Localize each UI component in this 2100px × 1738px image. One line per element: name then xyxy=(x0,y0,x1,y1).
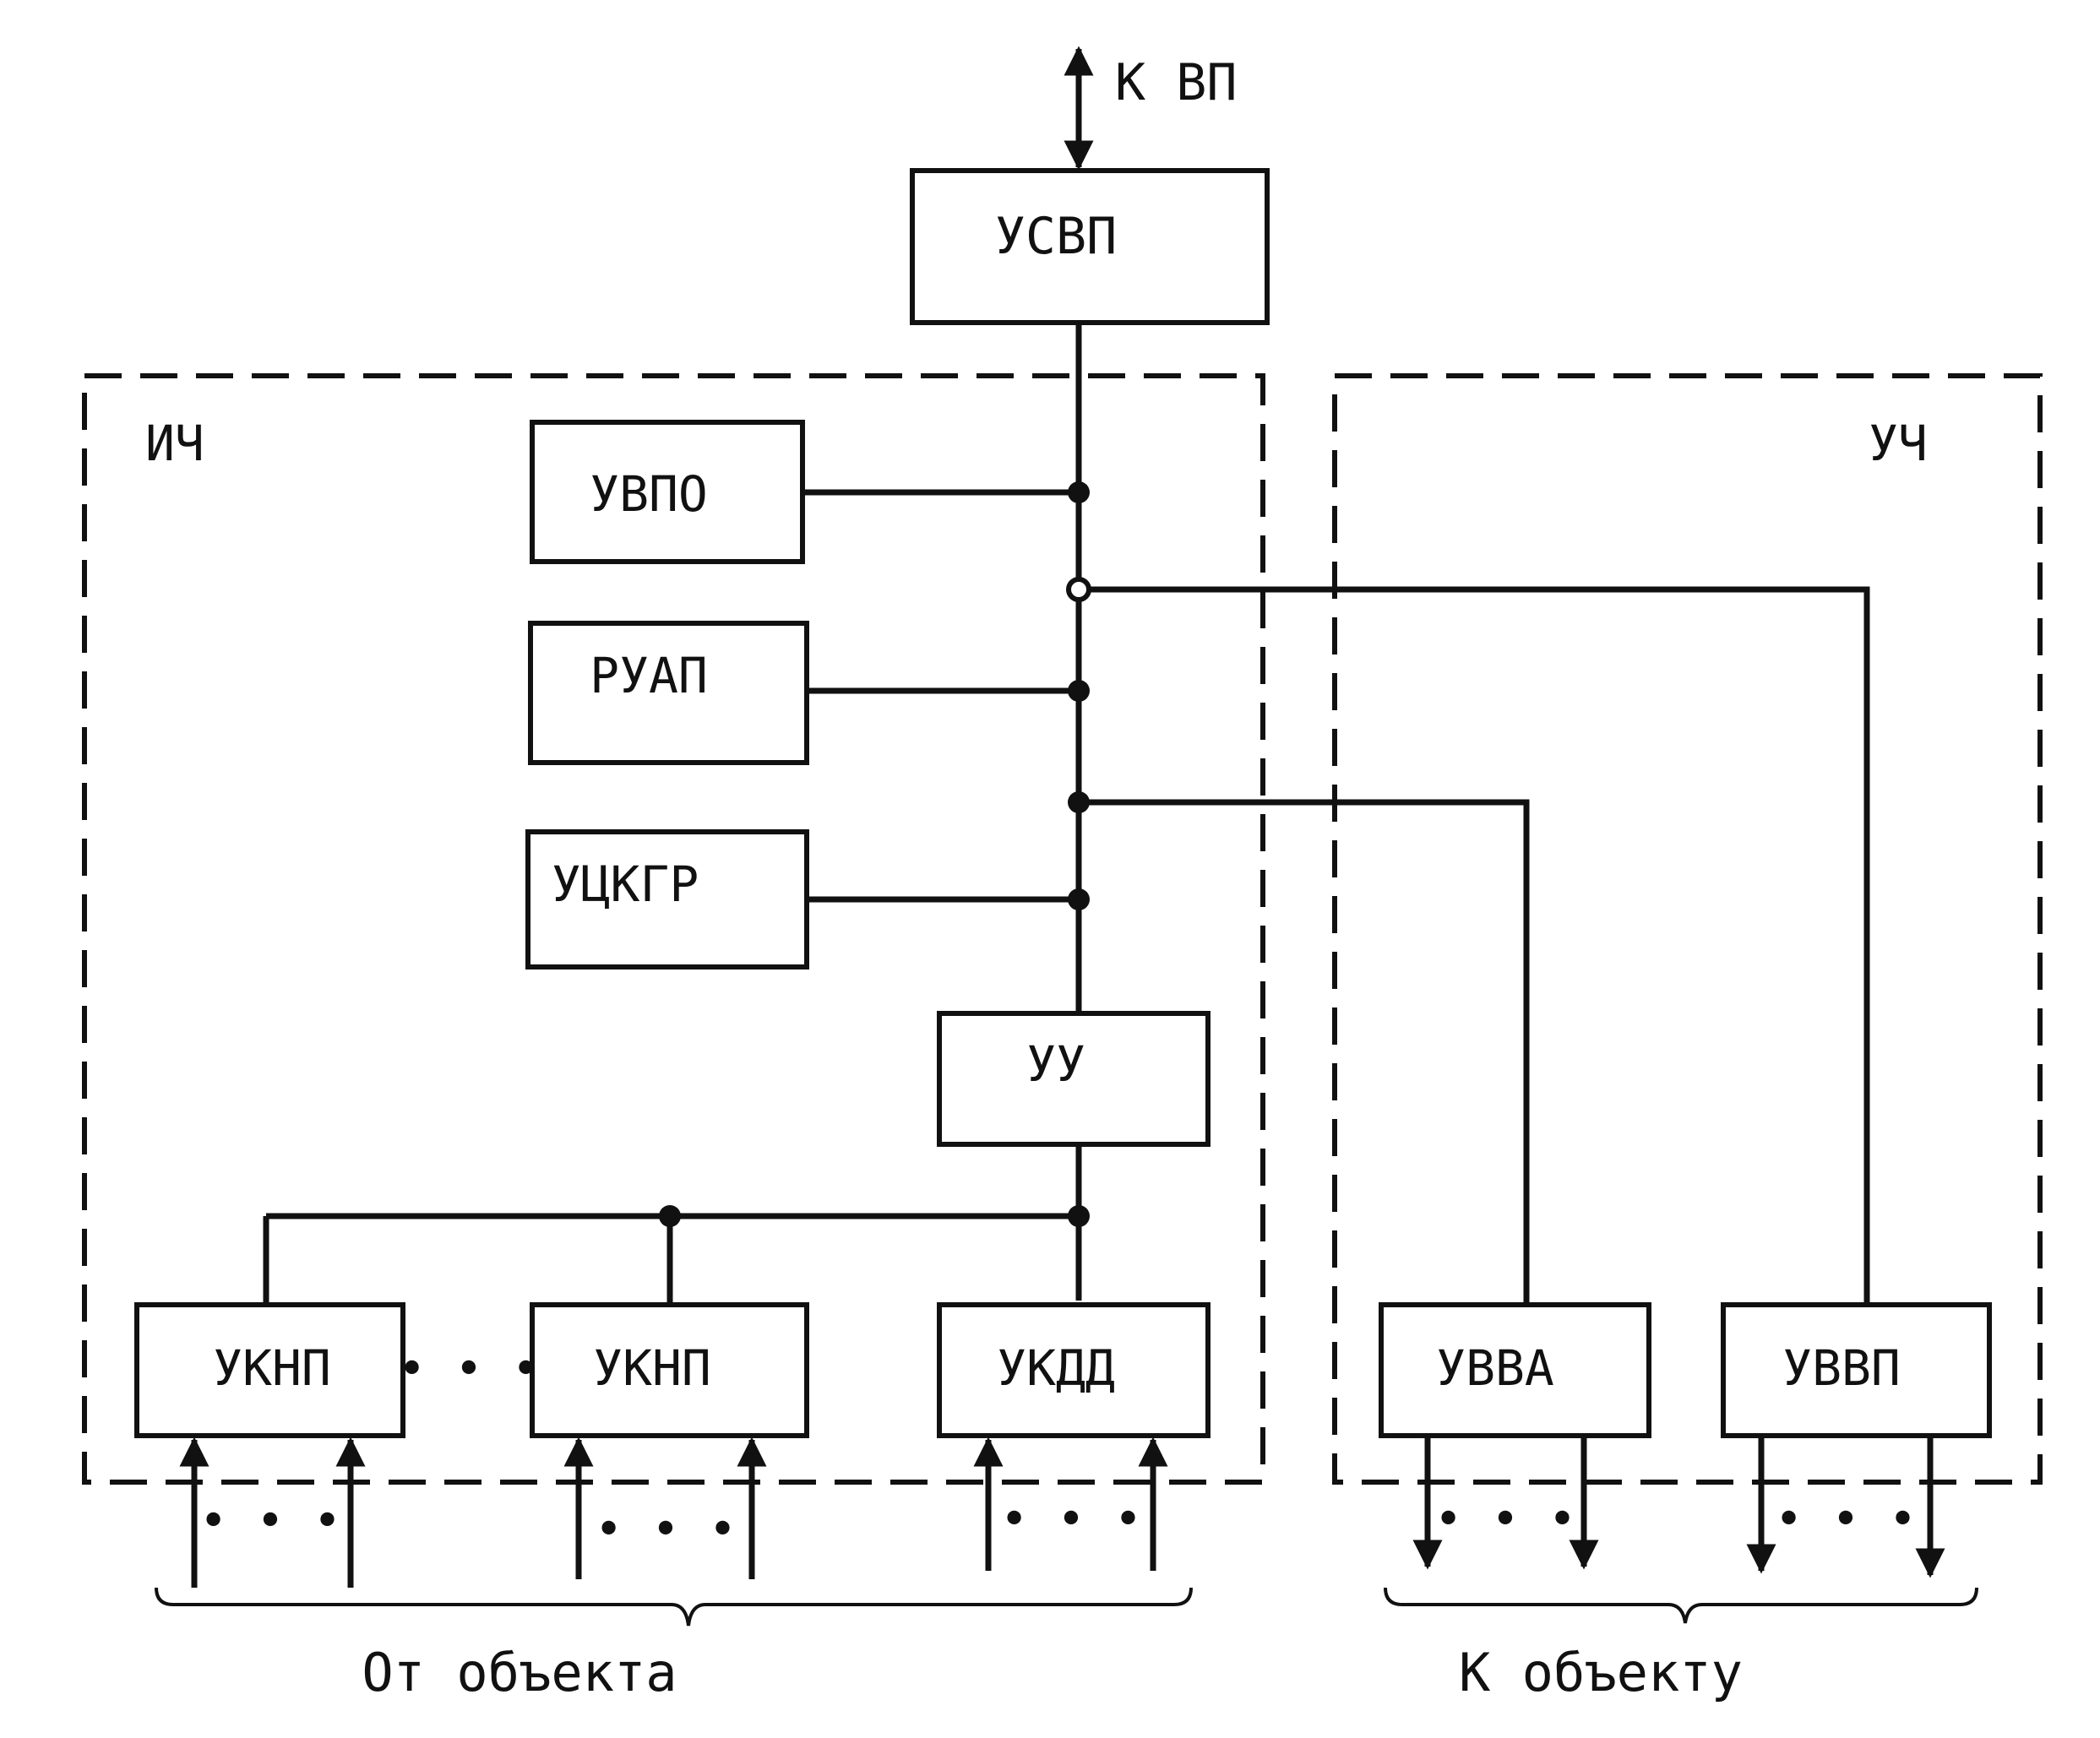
output-ellipsis-1: • • • xyxy=(1434,1492,1577,1547)
uknp-block-2: УКНП xyxy=(530,1302,809,1438)
uckgr-block: УЦКГР xyxy=(525,829,809,969)
ich-label: ИЧ xyxy=(145,415,204,472)
from-object-brace xyxy=(155,1587,1193,1627)
input-ellipsis-3: • • • xyxy=(1000,1492,1143,1547)
from-object-label: От объекта xyxy=(362,1642,677,1703)
uknp-block-1: УКНП xyxy=(134,1302,405,1438)
ukdd-block: УКДД xyxy=(937,1302,1210,1438)
uvvp-block: УВВП xyxy=(1721,1302,1992,1438)
junction-dot xyxy=(659,1205,681,1227)
junction-dot xyxy=(1066,577,1091,602)
ich-group-frame xyxy=(82,373,1265,1485)
svg-text:УЦКГР: УЦКГР xyxy=(552,855,699,913)
junction-dot xyxy=(1068,1205,1090,1227)
svg-text:УКНП: УКНП xyxy=(593,1339,711,1397)
uvpo-block: УВПО xyxy=(530,420,805,564)
svg-text:УСВП: УСВП xyxy=(995,207,1118,266)
to-object-label: К объекту xyxy=(1459,1642,1743,1703)
svg-text:УКДД: УКДД xyxy=(997,1339,1115,1397)
output-arrows xyxy=(1412,1436,1945,1578)
input-ellipsis-1: • • • xyxy=(199,1494,342,1549)
uvva-connector xyxy=(1079,799,1530,1305)
output-ellipsis-2: • • • xyxy=(1775,1492,1918,1547)
junction-dot xyxy=(1068,791,1090,813)
input-arrows xyxy=(179,1437,1168,1588)
svg-text:УУ: УУ xyxy=(1026,1035,1085,1093)
junction-dot xyxy=(1068,481,1090,503)
uvvp-connector xyxy=(1079,586,1870,1305)
svg-text:УВПО: УВПО xyxy=(590,465,708,523)
svg-text:УВВА: УВВА xyxy=(1436,1339,1554,1397)
k-vp-label: К ВП xyxy=(1115,53,1238,112)
junction-dot xyxy=(1068,680,1090,702)
uch-label: УЧ xyxy=(1869,415,1928,472)
uvva-block: УВВА xyxy=(1379,1302,1651,1438)
ruap-block: РУАП xyxy=(528,621,809,765)
uknp-ellipsis: • • • xyxy=(398,1342,541,1397)
svg-text:РУАП: РУАП xyxy=(590,647,708,704)
uu-block: УУ xyxy=(937,1011,1210,1147)
input-ellipsis-2: • • • xyxy=(595,1502,737,1557)
junction-dot xyxy=(1068,888,1090,910)
usvp-block: УСВП xyxy=(910,168,1270,325)
svg-text:УКНП: УКНП xyxy=(213,1339,331,1397)
svg-text:УВВП: УВВП xyxy=(1782,1339,1901,1397)
uch-group-frame xyxy=(1332,373,2043,1485)
to-object-brace xyxy=(1384,1587,1978,1624)
